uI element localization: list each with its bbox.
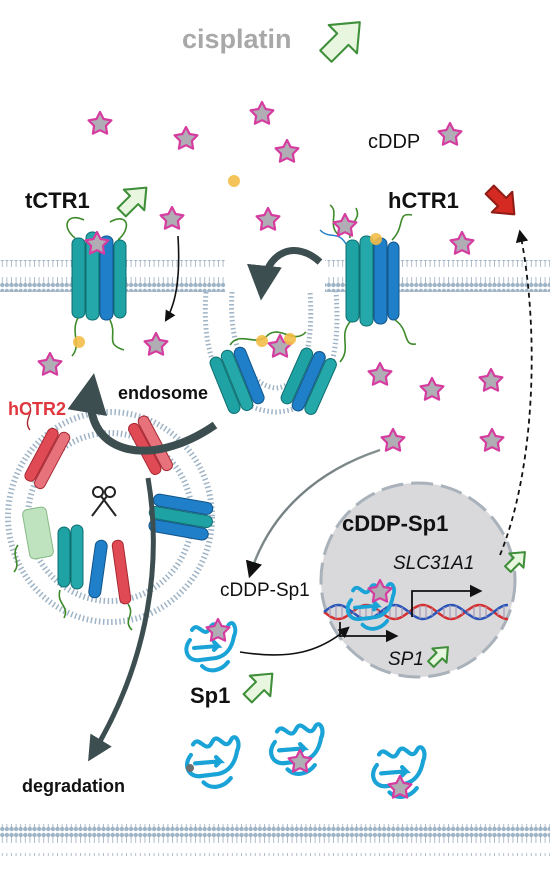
cisplatin-star-icon (143, 331, 169, 356)
cisplatin-star-icon (287, 748, 313, 773)
cisplatin-star-icon (249, 100, 275, 125)
vesicle-ctr1-transporters (13, 403, 214, 631)
dna-double-helix (323, 603, 509, 621)
label-sp1-protein: Sp1 (190, 683, 231, 708)
label-hctr2: hCTR2 (8, 399, 66, 419)
hctr1-decrease-arrow-icon (484, 184, 516, 216)
label-degradation: degradation (22, 776, 126, 796)
sp1-protein-increase-arrow-icon (242, 672, 274, 704)
sp1-gene-increase-arrow-icon (427, 646, 449, 668)
internalizing-transporters (209, 331, 337, 415)
label-cddp: cDDP (368, 131, 421, 153)
cisplatin-star-icon (367, 361, 393, 386)
cisplatin-star-icon (37, 351, 63, 376)
label-slc31a1-gene: SLC31A1 (393, 553, 475, 574)
cisplatin-star-icon (419, 376, 445, 401)
slc31a1-increase-arrow-icon (504, 551, 526, 573)
cisplatin-star-icon (479, 427, 505, 452)
scissors-icon (91, 486, 117, 517)
label-sp1-gene: SP1 (388, 649, 424, 670)
copper-ions (73, 175, 382, 348)
cisplatin-increase-arrow-icon (319, 21, 361, 63)
phospho-dot-icon (186, 764, 194, 772)
plasma-membrane-bottom (0, 824, 550, 856)
label-endosome: endosome (118, 383, 209, 403)
copper-dot-icon (370, 233, 382, 245)
label-cddp-sp1-complex: cDDP-Sp1 (220, 580, 310, 601)
label-hctr1: hCTR1 (388, 188, 459, 213)
sp1-protein-1 (185, 735, 241, 789)
cisplatin-star-icon (437, 121, 463, 146)
cisplatin-star-icon (255, 206, 281, 231)
copper-dot-icon (228, 175, 240, 187)
cisplatin-star-icon (478, 367, 504, 392)
tctr1-transporter (66, 216, 128, 357)
cisplatin-star-icon (449, 230, 475, 255)
hctr1-transporter (319, 204, 417, 363)
sp1-proteins (184, 582, 427, 799)
copper-dot-icon (284, 333, 296, 345)
cisplatin-star-icon (274, 138, 300, 163)
sp1-cddp-complex-cyto (184, 621, 238, 673)
cisplatin-star-icon (84, 230, 110, 255)
cisplatin-star-icon (387, 774, 413, 799)
cisplatin-star-icon (205, 617, 231, 642)
copper-dot-icon (73, 336, 85, 348)
flow-arrows (67, 229, 533, 762)
cisplatin-star-icon (367, 578, 393, 603)
cisplatin-star-icon (380, 427, 406, 452)
label-cddp-sp1-nucleus: cDDP-Sp1 (342, 511, 449, 536)
cisplatin-molecules (37, 100, 505, 799)
title-cisplatin: cisplatin (182, 24, 292, 54)
cisplatin-star-icon (332, 212, 358, 237)
cisplatin-star-icon (159, 205, 185, 230)
tctr1-increase-arrow-icon (116, 186, 148, 218)
cisplatin-star-icon (87, 110, 113, 135)
copper-dot-icon (256, 335, 268, 347)
label-tctr1: tCTR1 (25, 188, 90, 213)
cisplatin-star-icon (173, 125, 199, 150)
